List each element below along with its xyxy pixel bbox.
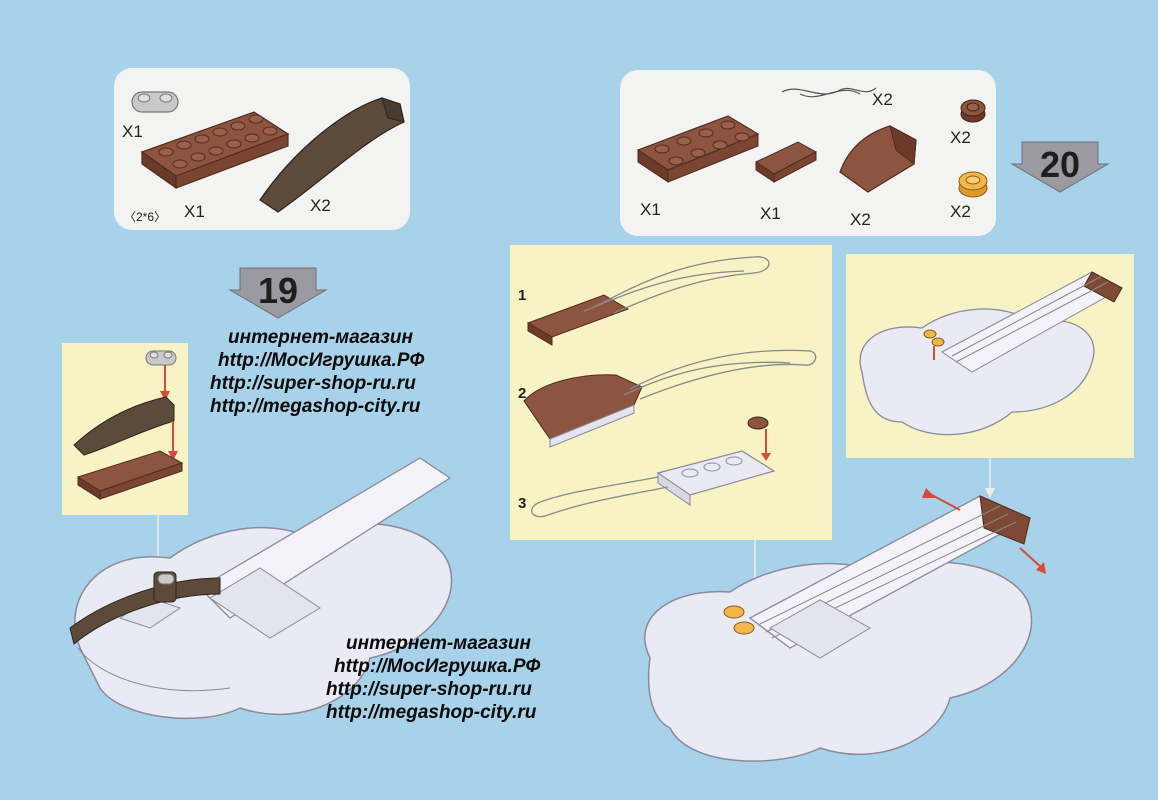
step19-parts-panel: X1 〈2*6〉 X1 X2 — [114, 68, 410, 230]
brown-plate-2x6-icon — [140, 111, 290, 190]
watermark-link: http://megashop-city.ru — [326, 702, 537, 723]
watermark-link: http://super-shop-ru.ru — [210, 373, 416, 394]
brown-tile-1x2-icon — [754, 141, 818, 183]
brown-curved-slope-icon — [839, 125, 917, 193]
watermark-text-top: интернет-магазин http://МосИгрушка.РФ ht… — [210, 326, 424, 418]
violin-model-step20 — [644, 488, 1046, 762]
watermark-line: интернет-магазин — [346, 633, 532, 654]
step20-substeps-panel: 1 2 3 — [510, 245, 832, 540]
watermark-link: http://МосИгрушка.РФ — [218, 350, 425, 371]
light-gray-round-plate-1x2-icon — [131, 91, 179, 113]
step19-detail-panel — [62, 343, 188, 515]
red-arrow-icon — [168, 421, 178, 461]
violin-model-step19 — [69, 457, 453, 720]
step19-number: 19 — [257, 270, 299, 311]
qty-label: X1 — [760, 204, 781, 223]
substep-number: 3 — [518, 495, 527, 512]
qty-label: X2 — [850, 210, 871, 229]
step19-arrow-icon — [228, 267, 328, 319]
connector-line — [985, 458, 995, 498]
qty-label: X1 — [640, 200, 661, 219]
dark-brown-curved-slope-icon — [73, 396, 175, 456]
red-arrow-icon — [160, 365, 170, 401]
violin-model-detail — [859, 271, 1124, 436]
brown-plate-with-string-icon — [526, 256, 770, 346]
step20-detail-panel — [846, 254, 1134, 458]
qty-label: X2 — [872, 90, 893, 109]
brown-plate-2x6-icon — [76, 450, 184, 500]
yellow-round-plate-icon — [958, 171, 988, 198]
substep-number: 1 — [518, 287, 527, 304]
qty-label: X1 — [184, 202, 205, 221]
qty-label: X2 — [950, 202, 971, 221]
brown-plate-2x4-icon — [636, 115, 760, 183]
brown-round-plate-icon — [960, 99, 986, 123]
dark-brown-curved-slope-icon — [259, 97, 405, 213]
watermark-link: http://super-shop-ru.ru — [326, 679, 532, 700]
qty-label: X2 — [950, 128, 971, 147]
string-icon — [781, 87, 877, 98]
step20-arrow-icon — [1010, 141, 1110, 193]
qty-label: X1 — [122, 122, 143, 141]
qty-label: X2 — [310, 196, 331, 215]
watermark-link: http://МосИгрушка.РФ — [334, 656, 541, 677]
gray-plate-with-string-icon — [531, 416, 776, 518]
brown-slope-with-string-icon — [523, 349, 817, 448]
part-size-label: 〈2*6〉 — [124, 210, 167, 224]
watermark-line: интернет-магазин — [228, 327, 414, 348]
watermark-link: http://megashop-city.ru — [210, 396, 421, 417]
substep-number: 2 — [518, 385, 527, 402]
step20-number: 20 — [1039, 144, 1081, 185]
light-gray-round-plate-1x2-icon — [145, 350, 177, 366]
watermark-text-bottom: интернет-магазин http://МосИгрушка.РФ ht… — [326, 632, 540, 724]
step20-parts-panel: X1 X1 X2 X2 X2 X2 — [620, 70, 996, 236]
